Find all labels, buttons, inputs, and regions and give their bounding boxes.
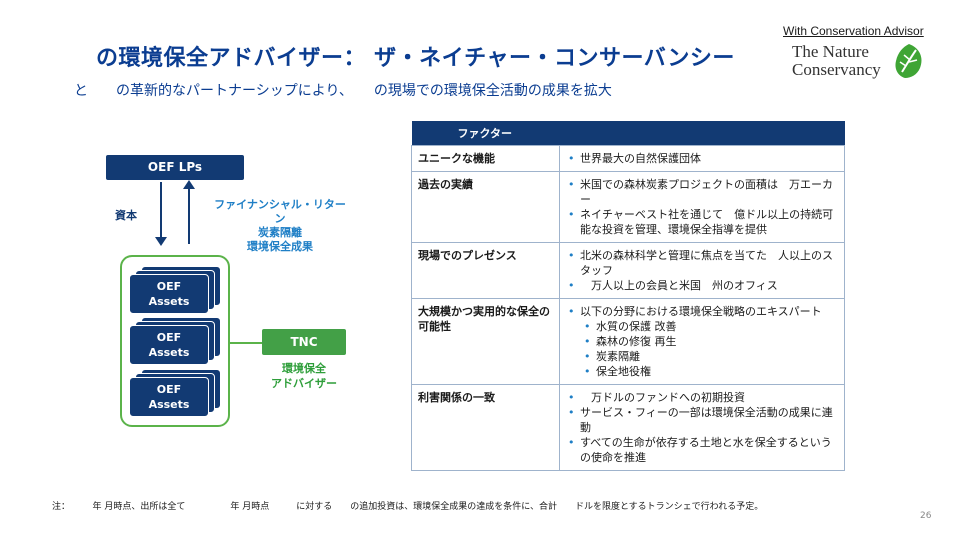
oef-asset-label: OEF Assets [129,377,209,417]
factor-name: 利害関係の一致 [411,383,560,471]
table-row: ユニークな機能世界最大の自然保護団体 [411,144,845,172]
factor-column-header: ファクター [411,121,560,145]
oef-asset-stack: OEF Assets [129,266,221,314]
return-label: ファイナンシャル・リターン 炭素隔離 環境保全成果 [210,198,350,254]
page-number: 26 [920,511,932,521]
page-subtitle: と の革新的なパートナーシップにより、 の現場での環境保全活動の成果を拡大 [74,83,612,99]
table-row: 過去の実績米国での森林炭素プロジェクトの面積は 万エーカーネイチャーベスト社を通… [411,170,845,243]
bullet-item: 万ドルのファンドへの初期投資 [566,390,838,405]
oef-lps-box: OEF LPs [106,155,244,180]
oef-asset-label: OEF Assets [129,274,209,314]
oef-asset-stack: OEF Assets [129,317,221,365]
oef-asset-stack: OEF Assets [129,369,221,417]
factor-details: 以下の分野における環境保全戦略のエキスパート水質の保護 改善森林の修復 再生炭素… [559,297,845,385]
oef-assets-frame [120,255,230,427]
tnc-box: TNC [262,329,346,355]
bullet-item: 炭素隔離 [566,349,838,364]
bullet-item: 以下の分野における環境保全戦略のエキスパート [566,304,838,319]
bullet-item: 米国での森林炭素プロジェクトの面積は 万エーカー [566,177,838,207]
factor-name: 現場でのプレゼンス [411,241,560,299]
table-row: 利害関係の一致 万ドルのファンドへの初期投資サービス・フィーの一部は環境保全活動… [411,383,854,471]
factor-details: 米国での森林炭素プロジェクトの面積は 万エーカーネイチャーベスト社を通じて 億ド… [559,170,845,243]
detail-column-header [559,121,845,145]
return-line-3: 環境保全成果 [247,240,313,253]
logo-line-1: The Nature [792,42,869,61]
bullet-item: ネイチャーベスト社を通じて 億ドル以上の持続可能な投資を管理、環境保全指導を提供 [566,207,838,237]
tnc-logo: The Nature Conservancy [792,42,932,82]
factor-name: 大規模かつ実用的な保全の可能性 [411,297,560,385]
capital-arrow-down [155,182,167,246]
factor-details: 万ドルのファンドへの初期投資サービス・フィーの一部は環境保全活動の成果に連動すべ… [559,383,854,471]
oef-asset-label: OEF Assets [129,325,209,365]
capital-label: 資本 [115,209,137,222]
tnc-role-label: 環境保全 アドバイザー [271,362,337,390]
bullet-item: 万人以上の会員と米国 州のオフィス [566,278,838,293]
leaf-icon [895,44,922,78]
factor-details: 世界最大の自然保護団体 [559,144,845,172]
table-row: 現場でのプレゼンス北米の森林科学と管理に焦点を当てた 人以上のスタッフ 万人以上… [411,241,845,299]
page-title: の環境保全アドバイザー： ザ・ネイチャー・コンサーバンシー [96,46,735,71]
bullet-item: 北米の森林科学と管理に焦点を当てた 人以上のスタッフ [566,248,838,278]
table-row: 大規模かつ実用的な保全の可能性以下の分野における環境保全戦略のエキスパート水質の… [411,297,845,385]
factor-table: ファクター ユニークな機能世界最大の自然保護団体過去の実績米国での森林炭素プロジ… [411,121,854,471]
return-line-1: ファイナンシャル・リターン [214,198,346,225]
factor-name: 過去の実績 [411,170,560,243]
bullet-item: 森林の修復 再生 [566,334,838,349]
footnote: 注： 年 月時点、出所は全て 年 月時点 に対する の追加投資は、環境保全成果の… [52,502,764,512]
conservation-advisor-label: With Conservation Advisor [783,24,924,38]
logo-line-2: Conservancy [792,60,881,79]
bullet-item: 水質の保護 改善 [566,319,838,334]
bullet-item: すべての生命が依存する土地と水を保全するという の使命を推進 [566,435,854,465]
tnc-connector-line [230,342,262,344]
return-line-2: 炭素隔離 [258,226,302,239]
factor-name: ユニークな機能 [411,144,560,172]
return-arrow-up [183,180,195,244]
bullet-item: 保全地役権 [566,364,838,379]
bullet-item: 世界最大の自然保護団体 [566,151,838,166]
factor-details: 北米の森林科学と管理に焦点を当てた 人以上のスタッフ 万人以上の会員と米国 州の… [559,241,845,299]
bullet-item: サービス・フィーの一部は環境保全活動の成果に連動 [566,405,838,435]
